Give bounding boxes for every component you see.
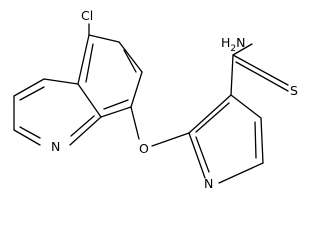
bond: [85, 43, 94, 83]
bond: [13, 78, 45, 97]
bond: [69, 116, 102, 146]
bond: [88, 34, 120, 43]
double-bond-to-sulfur: [235, 61, 289, 92]
bond-to-oxygen: [130, 106, 140, 140]
sulfur-label: S: [290, 83, 298, 98]
bond: [100, 106, 132, 118]
bond: [254, 121, 257, 159]
atom-labels: Cl N O N S H2N: [51, 8, 298, 189]
bond: [188, 132, 206, 179]
bond-to-nitrogen: [232, 43, 253, 56]
amine-h-label: H: [221, 35, 230, 50]
bond: [195, 102, 230, 133]
pyridine-nitrogen-label: N: [204, 176, 213, 189]
bond: [70, 115, 95, 137]
bond: [123, 49, 137, 73]
amine-subscript-label: 2: [230, 44, 236, 54]
bond: [77, 34, 90, 85]
bond: [77, 83, 102, 118]
quinoline-nitrogen-label: N: [51, 139, 60, 154]
bond: [130, 71, 143, 108]
bond: [19, 86, 45, 101]
bond: [103, 99, 129, 110]
quinoline-pyridine-ring: [13, 78, 102, 146]
amine-n-label: N: [236, 35, 245, 50]
bond: [13, 129, 41, 146]
pyridine-ring: [188, 94, 264, 184]
bond: [218, 162, 264, 184]
chemical-structure-diagram: Cl N O N S H2N: [13, 8, 298, 189]
double-bond-to-sulfur: [232, 54, 289, 86]
bond: [118, 41, 143, 73]
bond: [19, 126, 41, 139]
bond: [195, 136, 210, 173]
bond: [260, 117, 264, 164]
bond: [43, 78, 79, 85]
bond: [188, 94, 232, 134]
bond: [230, 54, 234, 96]
ether-oxygen-label: O: [139, 141, 149, 156]
quinoline-benzene-ring: [77, 34, 143, 118]
amine-label: H2N: [221, 35, 246, 54]
chlorine-label: Cl: [81, 8, 93, 23]
thioamide-group: [230, 43, 289, 96]
bond: [230, 94, 262, 119]
substituent-bonds: [88, 23, 190, 147]
bond-oxygen-to-pyridine: [151, 132, 190, 147]
